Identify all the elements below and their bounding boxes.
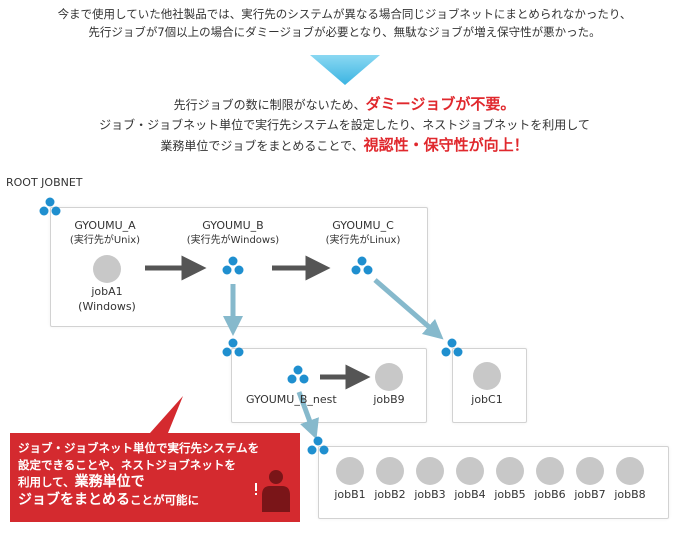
job-icon — [336, 457, 364, 485]
message-emphasis-dummy: ダミージョブが不要。 — [365, 95, 516, 113]
callout-line-3-text: 利用して、 — [18, 475, 75, 489]
job-b9-name: jobB9 — [373, 393, 405, 406]
message-line-3-text: 業務単位でジョブをまとめることで、 — [160, 139, 364, 153]
job-icon — [576, 457, 604, 485]
jobnet-icon-gyoumu-b-nest — [287, 365, 309, 384]
callout-line-4-text: ことが可能に — [130, 493, 199, 507]
arrow-c-to-c1 — [373, 278, 444, 340]
job-name: jobB1 — [334, 488, 366, 501]
job-icon — [376, 457, 404, 485]
gyoumu-b-name: GYOUMU_B — [202, 219, 264, 232]
job-b9-icon — [375, 363, 403, 391]
down-triangle-icon — [310, 55, 380, 85]
job-icon — [536, 457, 564, 485]
jobnet-icon-gyoumu-c — [351, 256, 373, 275]
message-line-3: 業務単位でジョブをまとめることで、視認性・保守性が向上！ — [0, 135, 689, 156]
job-c1-name: jobC1 — [471, 393, 503, 406]
job-name: jobB8 — [614, 488, 646, 501]
job-a1-icon — [93, 255, 121, 283]
gyoumu-c-target: (実行先がLinux) — [325, 235, 401, 246]
job-name: jobB7 — [574, 488, 606, 501]
jobnet-icon-root — [39, 197, 61, 216]
jobnet-icon-nest-box — [222, 338, 244, 357]
job-name: jobB6 — [534, 488, 566, 501]
jobnet-icon-gyoumu-b — [222, 256, 244, 275]
callout-line-3: 利用して、業務単位で — [18, 474, 145, 491]
job-icon — [456, 457, 484, 485]
root-jobnet-label: ROOT JOBNET — [6, 176, 83, 189]
gyoumu-b-nest-jobs-box — [318, 446, 669, 519]
job-name: jobB2 — [374, 488, 406, 501]
callout-background — [10, 396, 300, 522]
callout-line-2: 設定できることや、ネストジョブネットを — [18, 458, 236, 472]
callout-line-1: ジョブ・ジョブネット単位で実行先システムを — [18, 441, 260, 455]
job-icon — [416, 457, 444, 485]
job-icon — [616, 457, 644, 485]
gyoumu-a-name: GYOUMU_A — [74, 219, 136, 232]
intro-line-1: 今まで使用していた他社製品では、実行先のシステムが異なる場合同じジョブネットにま… — [57, 7, 632, 21]
gyoumu-c-name: GYOUMU_C — [332, 219, 394, 232]
arrow-nest-to-jobs — [296, 391, 319, 440]
job-name: jobB3 — [414, 488, 446, 501]
job-a1-name: jobA1 — [91, 285, 123, 298]
jobnet-icon-c-box — [441, 338, 463, 357]
callout-emphasis-business: 業務単位で — [74, 474, 145, 490]
job-name: jobB4 — [454, 488, 486, 501]
person-icon — [255, 470, 290, 512]
job-name: jobB5 — [494, 488, 526, 501]
gyoumu-b-nest-label: GYOUMU_B_nest — [246, 393, 337, 406]
message-line-1-text: 先行ジョブの数に制限がないため、 — [173, 98, 366, 112]
callout-line-4: ジョブをまとめることが可能に — [18, 492, 199, 509]
callout-emphasis-group: ジョブをまとめる — [18, 492, 130, 508]
job-c1-icon — [473, 362, 501, 390]
message-line-1: 先行ジョブの数に制限がないため、ダミージョブが不要。 — [0, 94, 689, 115]
gyoumu-b-target: (実行先がWindows) — [186, 235, 280, 246]
job-a1-target: (Windows) — [78, 300, 136, 313]
intro-line-2: 先行ジョブが7個以上の場合にダミージョブが必要となり、無駄なジョブが増え保守性が… — [88, 25, 601, 39]
jobnet-icon-jobs-box — [307, 436, 329, 455]
message-emphasis-visibility: 視認性・保守性が向上！ — [363, 136, 529, 154]
message-line-2: ジョブ・ジョブネット単位で実行先システムを設定したり、ネストジョブネットを利用し… — [99, 118, 590, 132]
gyoumu-a-target: (実行先がUnix) — [69, 235, 141, 246]
job-icon — [496, 457, 524, 485]
